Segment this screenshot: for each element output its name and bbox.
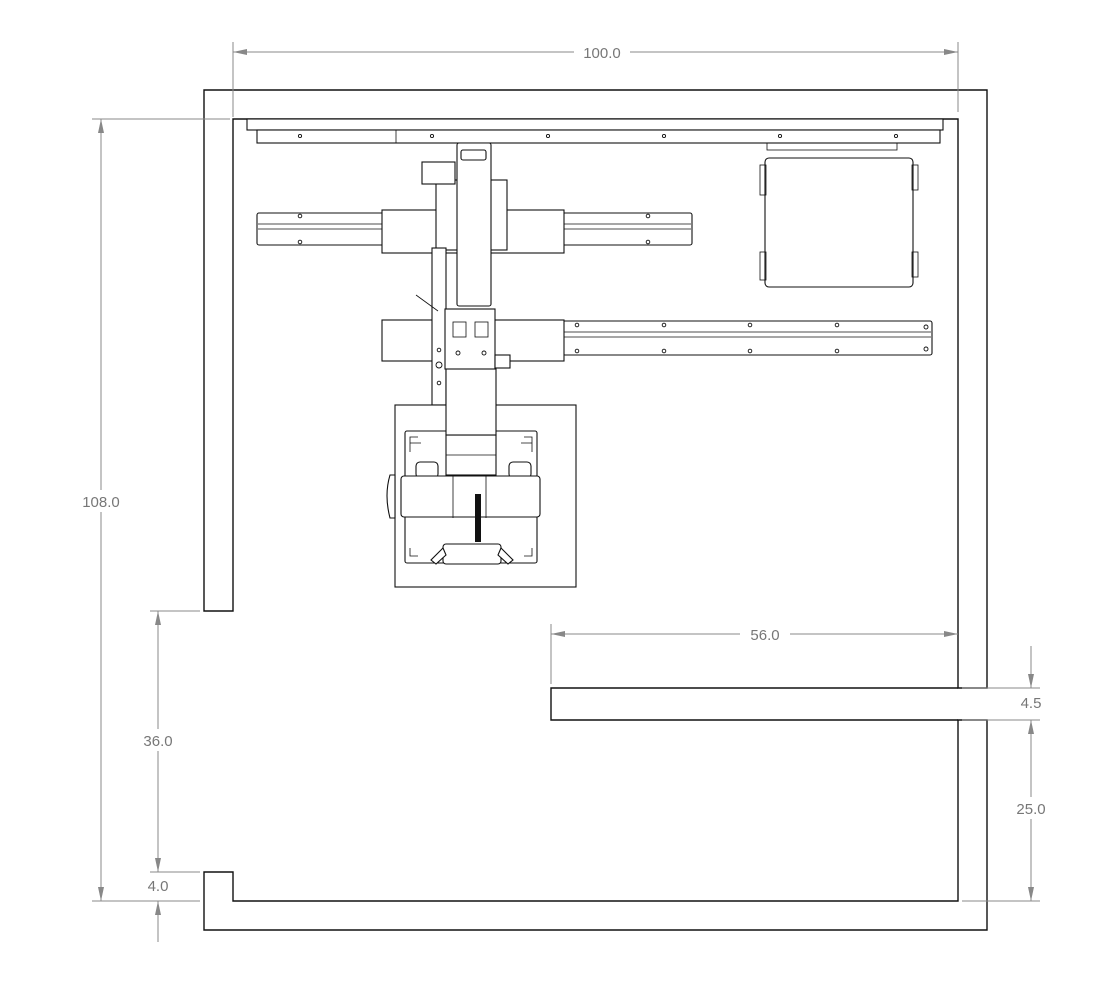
dimension-label: 36.0 <box>143 733 172 750</box>
dimension-overall-height: 108.0 <box>75 118 230 902</box>
dimension-label: 100.0 <box>583 45 621 62</box>
partition-wall <box>550 687 958 721</box>
dimension-left-return: 4.0 <box>148 855 169 942</box>
dimension-label: 4.5 <box>1021 695 1042 712</box>
robot-arm <box>444 142 511 436</box>
equipment <box>246 118 944 588</box>
dimension-right-opening: 25.0 <box>962 720 1055 902</box>
dimension-label: 108.0 <box>82 494 120 511</box>
dimension-overall-width: 100.0 <box>232 42 959 117</box>
top-rail-base <box>256 129 941 144</box>
lower-wall <box>203 719 988 931</box>
rail-bolts <box>297 133 899 139</box>
dimension-label: 56.0 <box>750 627 779 644</box>
dimension-label: 4.0 <box>148 878 169 895</box>
dimension-left-opening: 36.0 <box>134 610 200 873</box>
dimension-partition-thickness: 4.5 <box>962 646 1042 721</box>
top-rail <box>246 118 944 131</box>
equipment-cabinet <box>759 157 919 288</box>
dimension-partition-length: 56.0 <box>550 624 958 684</box>
dimension-label: 25.0 <box>1016 801 1045 818</box>
walls <box>203 89 988 931</box>
